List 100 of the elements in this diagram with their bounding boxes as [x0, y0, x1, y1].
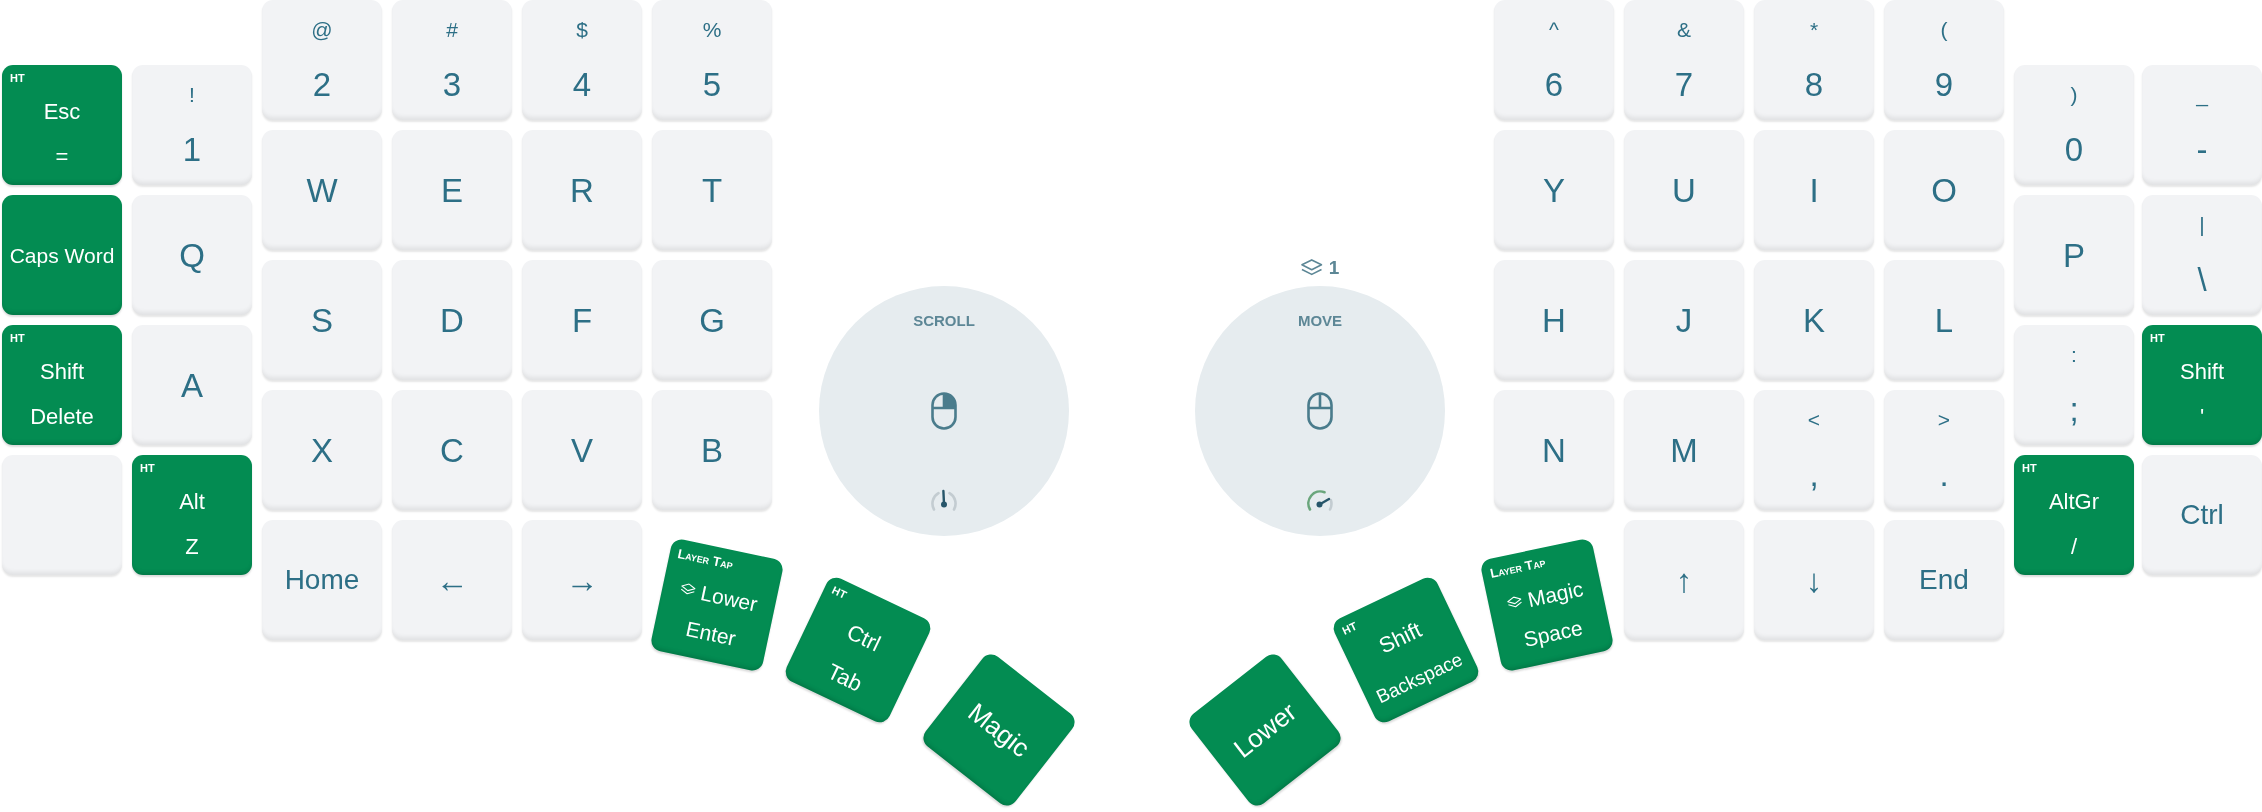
key — [1754, 0, 1874, 120]
key-legend: Z — [185, 536, 199, 559]
key-legend: Caps Word — [9, 244, 115, 266]
key — [1754, 130, 1874, 250]
shift-legend: ) — [2070, 83, 2078, 105]
key-legend: ; — [2069, 392, 2079, 426]
key-legend: 9 — [1934, 67, 1954, 101]
key-legend: L — [1934, 303, 1954, 337]
key-legend: O — [1931, 173, 1957, 207]
key-legend: Shift — [2180, 360, 2224, 383]
key — [1494, 0, 1614, 120]
key — [2142, 455, 2262, 575]
shift-legend: : — [2071, 343, 2077, 365]
key — [392, 520, 512, 640]
key — [2014, 195, 2134, 315]
key-legend: Delete — [30, 406, 94, 429]
key-legend: D — [440, 303, 464, 337]
key-legend: , — [1809, 457, 1819, 491]
key-legend: ↓ — [1805, 563, 1823, 597]
key-legend: H — [1542, 303, 1566, 337]
key-legend: = — [55, 146, 69, 169]
hold-tap-tag: HT — [140, 463, 155, 474]
key-legend: I — [1809, 173, 1819, 207]
key-legend: Enter — [684, 617, 738, 649]
layer-tap-tag: Layer Tap — [1488, 555, 1547, 580]
key-legend: Shift — [1376, 619, 1426, 659]
key — [1884, 390, 2004, 510]
key — [522, 520, 642, 640]
key-legend: AltGr — [2048, 490, 2100, 513]
key-legend: S — [311, 303, 333, 337]
key-legend: ' — [2199, 406, 2205, 429]
key-legend: P — [2063, 238, 2085, 272]
key-legend: Tab — [824, 660, 866, 696]
key-legend: ↑ — [1675, 563, 1693, 597]
key — [522, 260, 642, 380]
key-legend: M — [1670, 433, 1698, 467]
shift-legend: * — [1809, 18, 1819, 40]
key-legend: 1 — [182, 132, 202, 166]
key-legend: N — [1542, 433, 1566, 467]
key-legend: - — [2196, 132, 2208, 166]
key — [652, 0, 772, 120]
shift-legend: ( — [1940, 18, 1948, 40]
shift-legend: > — [1937, 408, 1951, 430]
key-legend: G — [699, 303, 725, 337]
key — [1624, 130, 1744, 250]
key-legend: W — [306, 173, 338, 207]
key — [2014, 65, 2134, 185]
shift-legend: % — [702, 18, 722, 40]
key-legend: 3 — [442, 67, 462, 101]
hold-tap-tag: HT — [830, 584, 849, 601]
key-legend: K — [1803, 303, 1825, 337]
key-legend: 8 — [1804, 67, 1824, 101]
key — [132, 455, 252, 575]
shift-legend: $ — [576, 18, 588, 40]
key-legend: T — [701, 173, 723, 207]
mode-label: SCROLL — [913, 313, 975, 328]
key — [2, 325, 122, 445]
key — [262, 130, 382, 250]
key — [132, 195, 252, 315]
key-legend: B — [701, 433, 723, 467]
key — [2, 455, 122, 575]
key-legend: X — [311, 433, 333, 467]
key — [1624, 260, 1744, 380]
key — [262, 390, 382, 510]
key-legend: Home — [284, 566, 360, 594]
key — [1884, 260, 2004, 380]
key-legend: Magic — [1525, 577, 1585, 610]
key-legend: V — [571, 433, 593, 467]
key — [2, 65, 122, 185]
key — [1754, 390, 1874, 510]
key-legend: Esc — [43, 100, 81, 123]
key-legend: Alt — [179, 490, 205, 513]
key — [1494, 260, 1614, 380]
key — [522, 130, 642, 250]
shift-legend: ^ — [1549, 18, 1559, 40]
key-legend: Ctrl — [843, 621, 884, 656]
hold-tap-tag: HT — [2150, 333, 2165, 344]
shift-legend: < — [1807, 408, 1821, 430]
key — [392, 390, 512, 510]
shift-legend: # — [446, 18, 458, 40]
key — [132, 325, 252, 445]
key-legend: 4 — [572, 67, 592, 101]
key — [1494, 390, 1614, 510]
key-legend: E — [441, 173, 463, 207]
key-legend: 6 — [1544, 67, 1564, 101]
key — [392, 0, 512, 120]
key — [1754, 520, 1874, 640]
key-legend: ← — [435, 563, 469, 597]
key-legend: Q — [179, 238, 205, 272]
key-legend: U — [1672, 173, 1696, 207]
key-legend: / — [2070, 536, 2078, 559]
key — [2142, 65, 2262, 185]
key-legend: F — [571, 303, 593, 337]
shift-legend: _ — [2196, 83, 2208, 105]
layer-tap-tag: Layer Tap — [676, 546, 735, 572]
key — [2014, 325, 2134, 445]
key-legend: 2 — [312, 67, 332, 101]
layer-number: 1 — [1328, 257, 1340, 277]
key-legend: Y — [1543, 173, 1565, 207]
key — [2142, 195, 2262, 315]
